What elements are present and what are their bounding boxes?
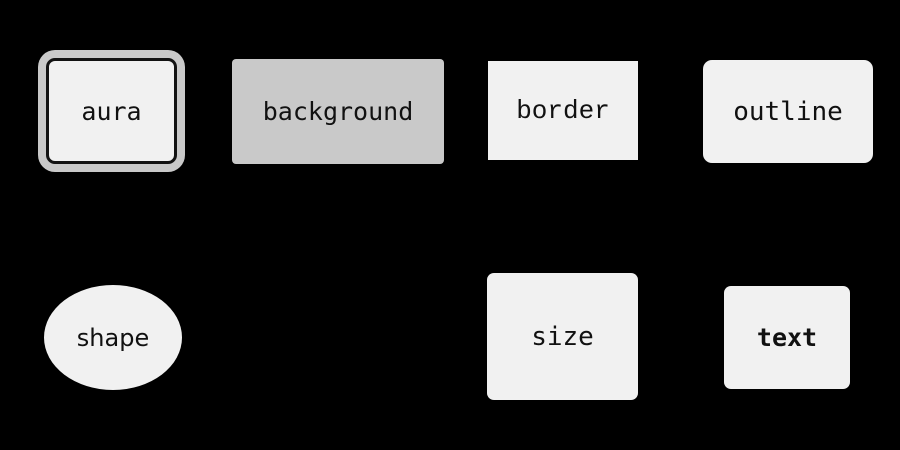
- node-outline[interactable]: outline: [703, 60, 873, 163]
- node-aura[interactable]: aura: [46, 58, 177, 164]
- node-size[interactable]: size: [487, 273, 638, 400]
- node-size-label: size: [531, 321, 594, 352]
- node-text[interactable]: text: [724, 286, 850, 389]
- node-shape-label: shape: [76, 323, 150, 352]
- node-background-label: background: [262, 97, 414, 126]
- node-shape[interactable]: shape: [44, 285, 182, 390]
- node-text-label: text: [756, 323, 818, 352]
- node-background[interactable]: background: [232, 59, 444, 164]
- node-border[interactable]: border: [488, 61, 638, 160]
- node-border-label: border: [516, 95, 610, 126]
- node-outline-label: outline: [733, 96, 843, 127]
- node-aura-label: aura: [81, 96, 142, 126]
